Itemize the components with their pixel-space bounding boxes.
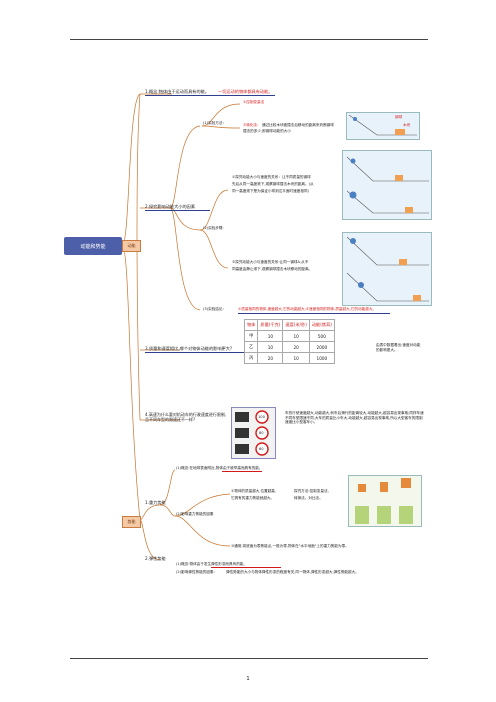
elastic-concept: (1)概念:物体由于发生弹性形变而具有的能。 [176,562,247,566]
gravity-concept: (1)概念:在地球表面附近,物体由于被举高而具有的能。 [176,466,263,470]
conclusion-label: (3)实验结论: [203,307,224,311]
header-rule [70,39,428,40]
table-note: 由表中数据看出:速度对动能的影响更大。 [376,343,421,352]
kinetic-tag: 动能 [122,240,141,252]
kinetic-concept: 1.概念:物体由于运动而具有的能。 [145,89,210,94]
th-speed: 速度(米/秒) [282,319,310,331]
fig1-label-b: 木块 [403,123,411,127]
gravity-a: ①物体的质量越大,位置越高, [231,489,277,493]
kinetic-factors: 2.探究影响动能大小的因素 [145,204,196,209]
limit-80: 80 [259,431,264,435]
gravity-factors: (2)影响重力势能的因素 [176,512,214,516]
kinetic-concept-red: 一切运动的物体都具有动能。 [218,89,273,94]
fig-ramp-3 [342,232,432,306]
potential-tag: 势能 [122,516,141,528]
gravity-b: 它具有的重力势能就越大。 [231,496,275,500]
gravity-pe: 1.重力势能 [145,500,166,505]
fig-weights [348,475,422,527]
step2-l1: ②探究动能大小与速度的关系:让同一钢球A,从不 [232,260,309,264]
elastic-text: 弹性势能的大小与物体弹性形变的程度有关,同一物体,弹性形变越大,弹性势能越大。 [226,570,359,574]
method-label: (1)实验方法： [203,121,227,125]
step1-l1: ①探究动能大小与速度的关系：让不同质量的钢球 [232,175,311,179]
kinetic-table: 物体 质量(千克) 速度(米/秒) 动能(焦耳) 甲 10 10 500 乙 1… [243,319,335,364]
footer-rule [70,658,428,659]
th-energy: 动能(焦耳) [308,319,335,331]
method-b-text: 通过比较木块被撞击后移动的距离来判断钢球 [262,123,334,127]
method-a: ①控制变量法 [243,100,265,104]
question-4: 4.高速为什么要对机动车的行驶速度进行限制,且不同车型的限速还不一样? [145,412,227,422]
question-3: 3.质量和速度相比,哪个对物体动能的影响更大? [145,346,233,351]
table-row: 丙 20 10 1000 [243,352,335,364]
gravity-note2: 转换法。对比法。 [294,496,323,500]
method-b-label: ②转化法： [243,123,261,127]
limit-60: 60 [259,447,264,451]
method-b-text2: 撞击的多少,即钢球动能的大小 [243,129,291,133]
root-node: 动能和势能 [64,237,122,255]
table-row: 乙 10 20 2000 [243,341,335,353]
elastic-pe: 2.弹性势能 [145,556,166,561]
step1-l3: 同一高度滚下是为保证小球到达平面时速度相同) [232,189,309,193]
step2-l2: 同高度由静止滚下,观察钢球撞击木块移动的距离。 [232,267,313,271]
gravity-note1: 探究方法:控制变量法、 [294,489,332,493]
elastic-factors: (2)影响弹性势能的因素： [176,570,218,574]
th-mass: 质量(千克) [257,319,284,331]
steps-label: (2)实验步骤: [203,226,224,230]
step1-l2: 先后从同一高度滚下,观察钢球撞击木块的距离。(从 [232,182,314,186]
fig-ramp-1: 钢球 木块 [346,112,420,140]
answer-4: 车的行驶速度越大,动能越大,刹车后滑行的距离较大,动能越大,越容易出现事故;同样… [285,411,424,425]
fig1-label-a: 钢球 [395,115,403,119]
limit-100: 100 [258,415,265,419]
table-row: 甲 10 10 500 [243,330,335,342]
conclusion-text: ①质量相同的物体,速度越大,它的动能越大;②速度相同的物体,质量越大,它的动能越… [238,307,377,311]
th-object: 物体 [243,319,259,331]
speed-signs: 100 80 60 [231,407,276,459]
fig-ramp-2 [342,150,432,220]
gravity-c: ③通常,将底面为零势能点,一般为零,物体在"水平地面"上的重力势能为零。 [231,544,349,548]
page-number: 1 [246,676,250,682]
